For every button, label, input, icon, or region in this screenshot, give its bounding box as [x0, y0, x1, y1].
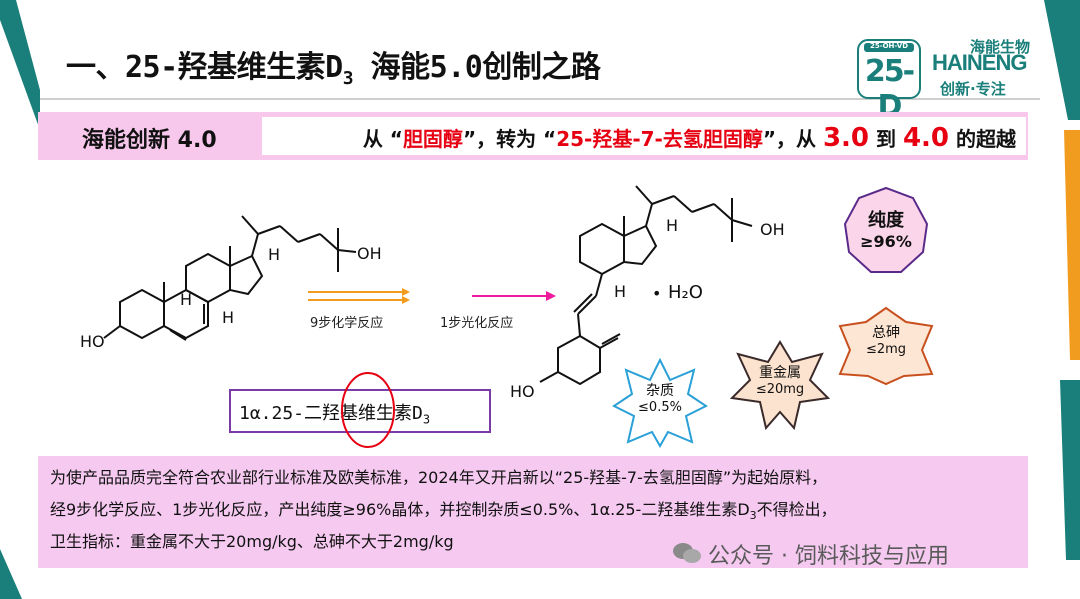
- watermark: 公众号 · 饲料科技与应用: [708, 544, 949, 569]
- heavy-metal-badge-text: 重金属 ≤20mg: [730, 362, 830, 397]
- product-logo: 25-OH-VD 25-D: [856, 38, 922, 124]
- highlight-banner: 海能创新 4.0 从 “胆固醇”，转为 “25-羟基-7-去氢胆固醇”，从 3.…: [38, 112, 1028, 160]
- title-subscript: 3: [342, 68, 354, 89]
- product-logo-graphic: [857, 39, 921, 99]
- heavy-metal-line2: ≤20mg: [755, 382, 805, 397]
- banner-text-box: 从 “胆固醇”，转为 “25-羟基-7-去氢胆固醇”，从 3.0 到 4.0 的…: [262, 117, 1026, 155]
- banner-label: 海能创新 4.0: [82, 128, 217, 153]
- impurity-badge: [612, 358, 708, 448]
- banner-t8: 4.0: [902, 123, 950, 153]
- purity-line2: ≥96%: [860, 232, 912, 251]
- arsenic-line2: ≤2mg: [865, 342, 907, 357]
- reaction-step1-label: 9步化学反应: [310, 316, 384, 331]
- banner-t7: 到: [869, 127, 903, 151]
- h-right-label: H: [666, 216, 679, 235]
- water-label: H₂O: [668, 282, 703, 303]
- arsenic-badge-text: 总砷 ≤2mg: [836, 322, 936, 357]
- page-title: 一、25-羟基维生素D3 海能5.0创制之路: [66, 42, 601, 89]
- arsenic-line1: 总砷: [872, 325, 900, 341]
- purity-line1: 纯度: [868, 210, 904, 231]
- corner-decoration-right: [1044, 0, 1080, 560]
- banner-t6: 3.0: [822, 123, 870, 153]
- molecule-left: [103, 215, 357, 341]
- title-main: 一、25-羟基维生素D: [66, 50, 343, 85]
- heavy-metal-badge: [730, 340, 830, 430]
- corner-decoration-left: [0, 0, 40, 130]
- impurity-line1: 杂质: [646, 383, 674, 399]
- description-line-3: 卫生指标：重金属不大于20mg/kg、总砷不大于2mg/kg: [50, 532, 454, 551]
- impurity-compound-box: 1α.25-二羟基维生素D3: [229, 389, 491, 433]
- impurity-compound-name: 1α.25-二羟基维生素D3: [239, 399, 430, 427]
- description-line-2a: 经9步化学反应、1步光化反应，产出纯度≥96%晶体，并控制杂质≤0.5%、1α.…: [50, 500, 750, 519]
- impurity-highlight-circle: [341, 372, 395, 448]
- brand-name-en: HAINENG: [932, 50, 1027, 75]
- banner-t5: ”，从: [762, 127, 823, 151]
- h-label-2: H: [222, 308, 235, 327]
- impurity-compound-sub: 3: [422, 412, 431, 427]
- banner-text: 从 “胆固醇”，转为 “25-羟基-7-去氢胆固醇”，从 3.0 到 4.0 的…: [363, 123, 1016, 153]
- banner-t9: 的超越: [949, 127, 1016, 151]
- impurity-line2: ≤0.5%: [638, 400, 682, 415]
- oh-right-label: OH: [760, 220, 785, 239]
- dot-separator: •: [652, 284, 662, 303]
- description-line-2b: 不得检出，: [756, 500, 837, 519]
- brand-slogan: 创新·专注: [940, 80, 1006, 98]
- description-line-2: 经9步化学反应、1步光化反应，产出纯度≥96%晶体，并控制杂质≤0.5%、1α.…: [50, 496, 837, 522]
- reaction-arrows: [308, 288, 556, 304]
- bottom-left-decoration: [0, 549, 22, 599]
- title-divider: [40, 98, 1040, 100]
- h-right-label-2: H: [614, 282, 627, 301]
- banner-t3: ”，转为 “: [462, 127, 557, 151]
- arsenic-badge: [838, 306, 934, 386]
- reaction-step2-label: 1步光化反应: [440, 316, 514, 331]
- banner-t2: 胆固醇: [402, 127, 463, 151]
- h-label-1: H: [180, 290, 193, 309]
- title-rest: 海能5.0创制之路: [353, 50, 601, 85]
- purity-badge: [843, 186, 929, 273]
- description-box: 为使产品品质完全符合农业部行业标准及欧美标准，2024年又开启新以“25-羟基-…: [38, 456, 1028, 568]
- impurity-badge-text: 杂质 ≤0.5%: [612, 380, 708, 415]
- brand-name-cn: 海能生物: [970, 38, 1031, 56]
- molecule-right: [539, 185, 753, 386]
- product-logo-top: 25-OH-VD: [869, 42, 909, 50]
- brand-logo: 海能生物 HAINENG 创新·专注: [930, 36, 1048, 102]
- banner-t4: 25-羟基-7-去氢胆固醇: [556, 127, 763, 151]
- oh-left-label: OH: [357, 244, 382, 263]
- banner-t1: 从 “: [362, 127, 403, 151]
- wechat-icon: [673, 543, 701, 563]
- h-label-3: H: [268, 245, 281, 264]
- heavy-metal-line1: 重金属: [759, 365, 801, 381]
- description-line-1: 为使产品品质完全符合农业部行业标准及欧美标准，2024年又开启新以“25-羟基-…: [50, 468, 828, 487]
- ho-left-label: HO: [80, 332, 105, 351]
- ho-right-label: HO: [510, 382, 535, 401]
- purity-badge-text: 纯度 ≥96%: [841, 206, 931, 251]
- description-line-2-sub: 3: [749, 509, 757, 523]
- impurity-compound-text: 1α.25-二羟基维生素D: [239, 403, 423, 424]
